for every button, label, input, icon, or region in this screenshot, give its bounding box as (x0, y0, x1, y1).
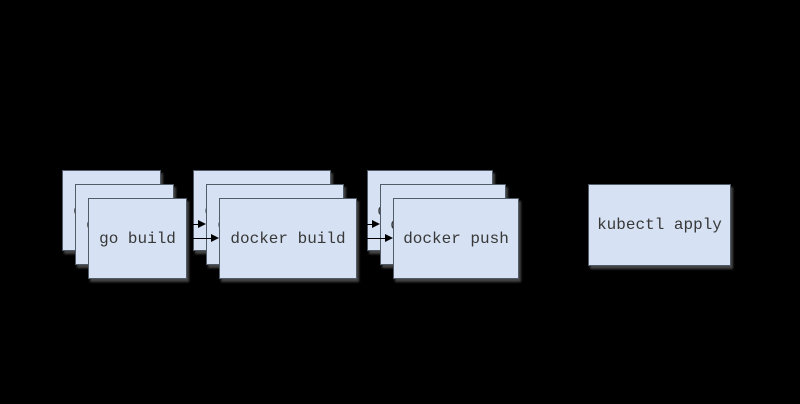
go-build-label: go build (99, 229, 176, 248)
arrow-docker-build-to-docker-push-middle (344, 220, 380, 228)
docker-build-node-front: docker build (219, 198, 357, 279)
docker-push-node-front: docker push (393, 198, 519, 279)
arrow-line (187, 237, 211, 239)
kubectl-apply-node: kubectl apply (588, 184, 731, 266)
arrow-go-build-to-docker-build-front (187, 234, 219, 242)
arrow-line (344, 223, 372, 225)
arrowhead-icon (211, 234, 219, 242)
docker-build-label: docker build (230, 229, 346, 248)
arrowhead-icon (372, 220, 380, 228)
arrowhead-icon (385, 234, 393, 242)
go-build-node-front: go build (88, 198, 187, 279)
arrow-docker-build-to-docker-push-front (357, 234, 393, 242)
arrowhead-icon (198, 220, 206, 228)
docker-push-label: docker push (403, 229, 509, 248)
arrow-line (357, 237, 385, 239)
kubectl-apply-label: kubectl apply (597, 216, 722, 234)
